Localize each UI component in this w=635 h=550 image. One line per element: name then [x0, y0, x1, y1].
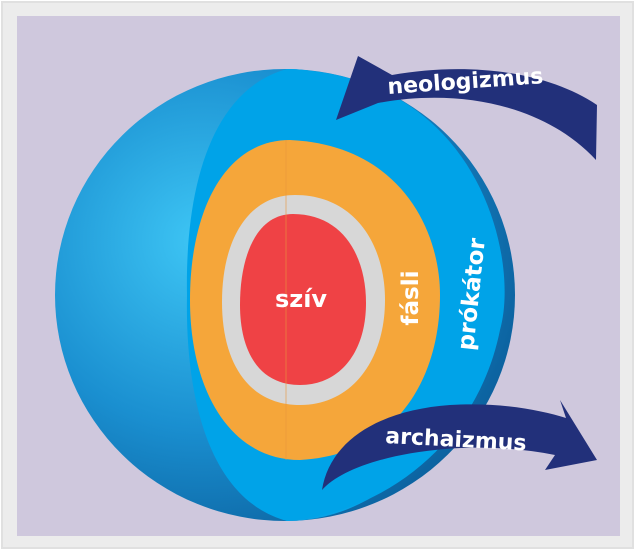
middle-label: fásli: [398, 271, 424, 326]
core-label: szív: [275, 285, 327, 313]
